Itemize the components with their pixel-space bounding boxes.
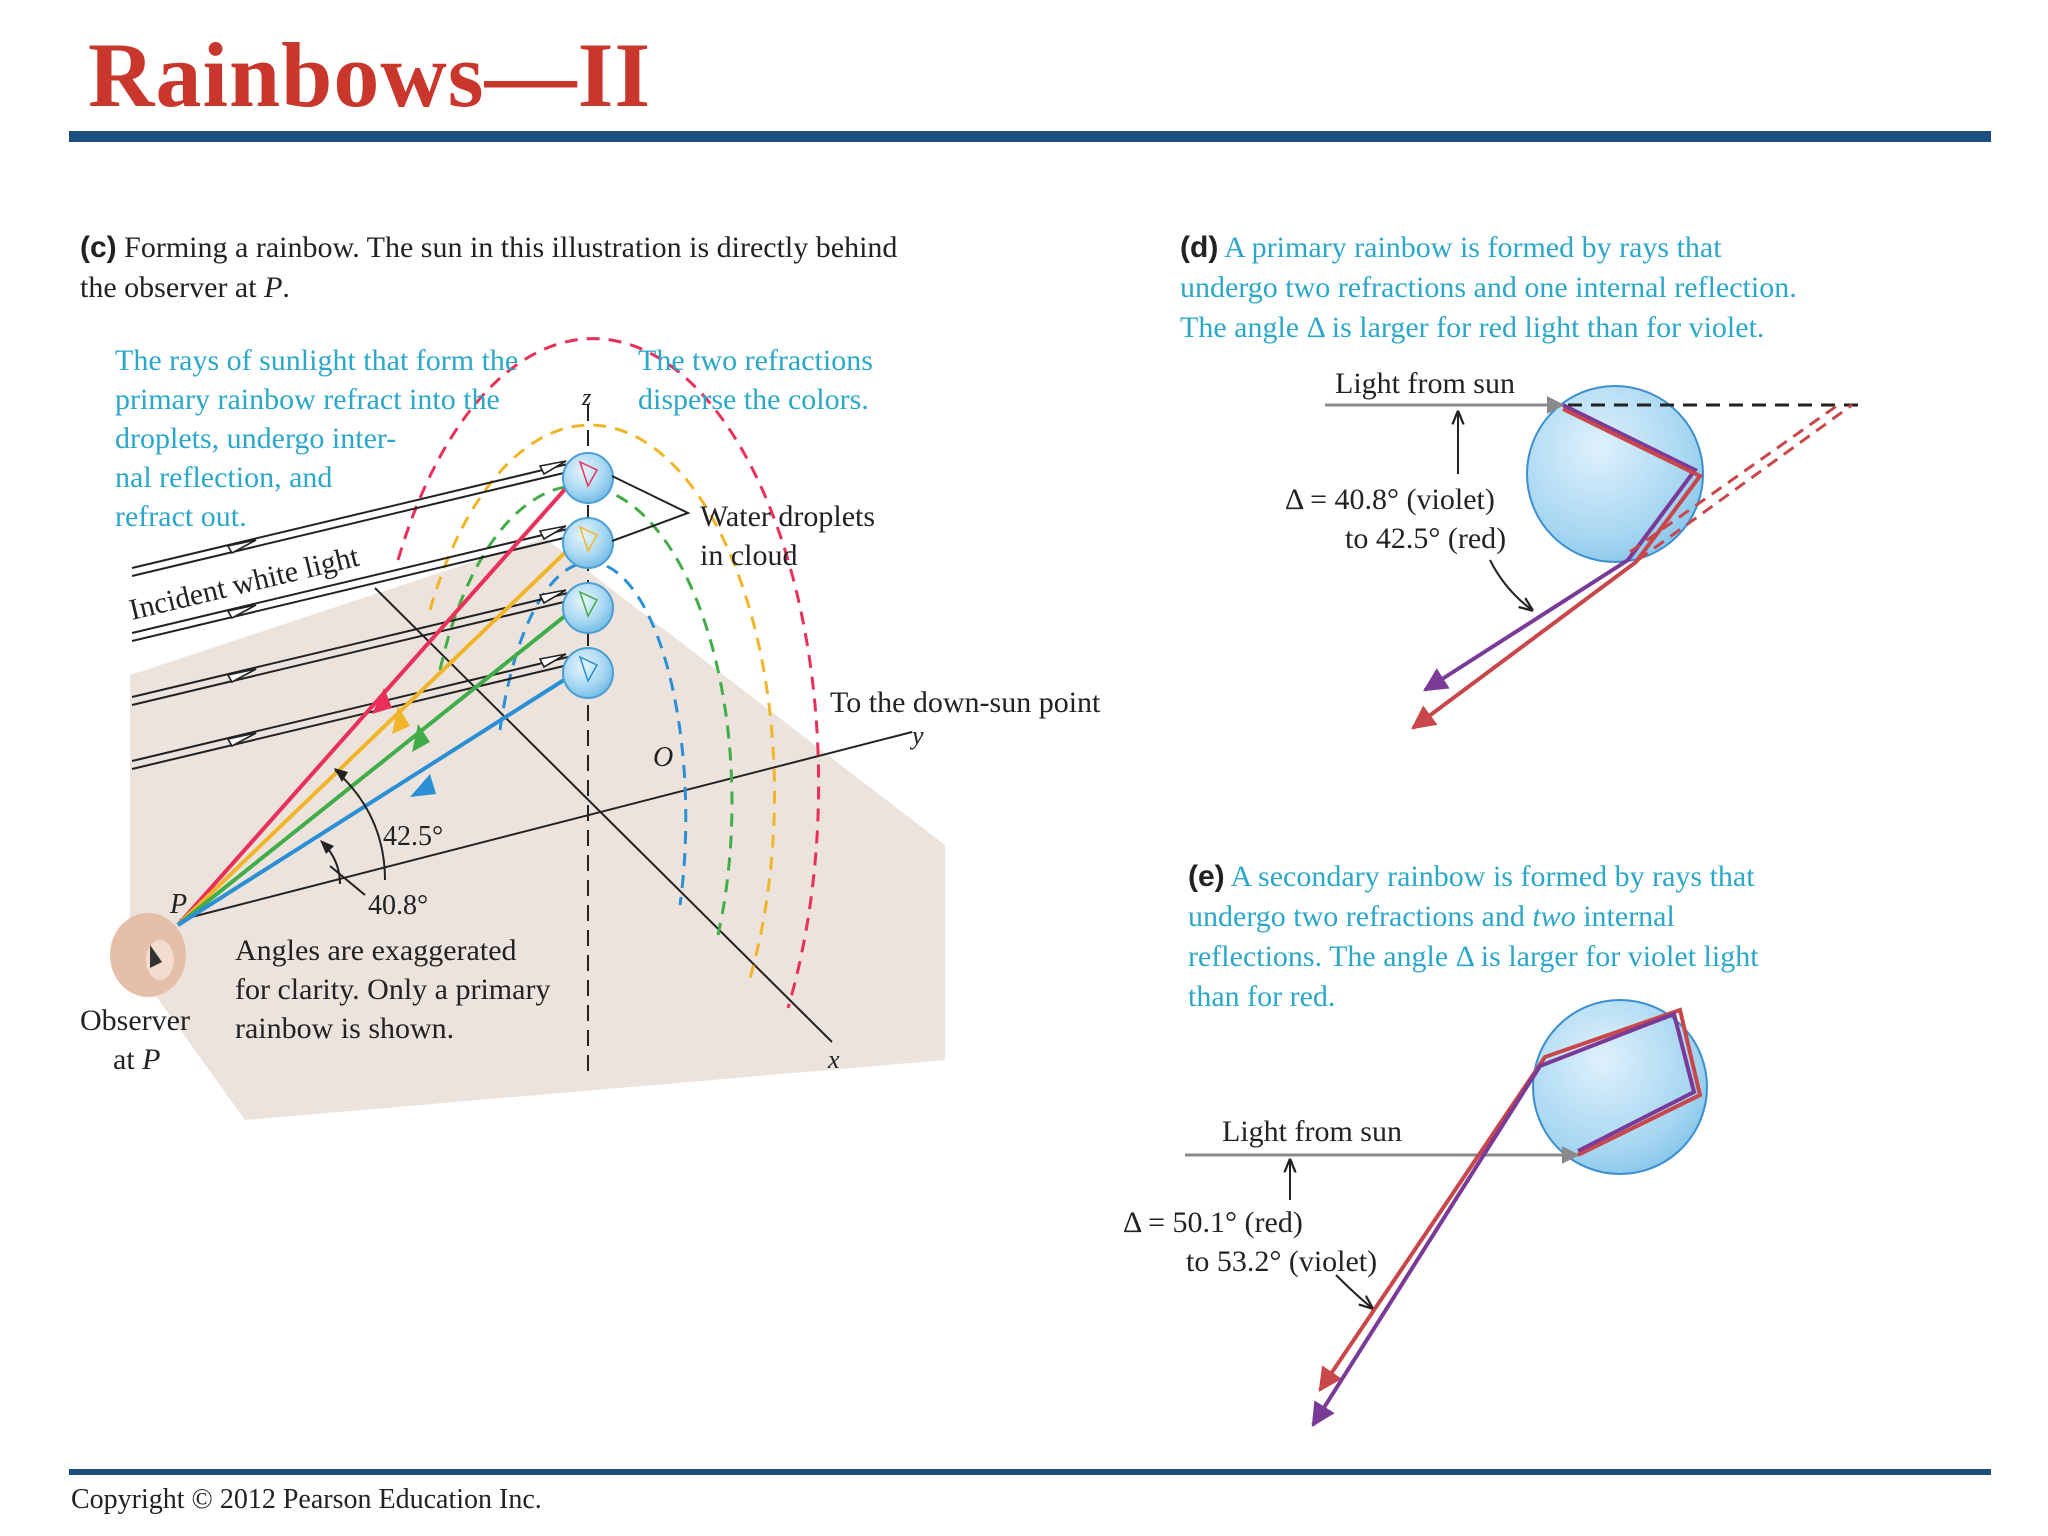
panel-c-label: (c) (80, 231, 117, 264)
panel-d-caption-line2: undergo two refractions and one internal… (1180, 271, 1797, 304)
delta-e-pointer-down (1335, 1274, 1372, 1308)
blue-ray (176, 671, 577, 927)
secondary-droplet (1532, 999, 1708, 1175)
delta-e-line1: Δ = 50.1° (red) (1123, 1206, 1303, 1239)
angle-40-leader (329, 865, 366, 896)
y-axis (179, 731, 913, 921)
incident-arrowheads (226, 460, 567, 748)
panel-e-caption-line4: than for red. (1188, 980, 1336, 1013)
angles-note-line1: Angles are exaggerated (235, 934, 517, 967)
droplet-3 (562, 582, 614, 634)
down-sun-label: To the down-sun point (830, 686, 1101, 719)
delta-d-line1: Δ = 40.8° (violet) (1285, 483, 1495, 516)
panel-d-label: (d) (1180, 231, 1219, 264)
panel-e-caption-two: two (1532, 900, 1576, 933)
angle-arc-42-arrow (334, 768, 348, 782)
note-rays-line2: primary rainbow refract into the (115, 383, 500, 416)
droplet-4 (562, 647, 614, 699)
rainbow-arc-red (396, 337, 821, 1009)
panel-c-caption-p: P (264, 271, 283, 304)
note-disperse-line2: disperse the colors. (638, 383, 869, 416)
slide-title: Rainbows—II (88, 24, 652, 126)
light-from-sun-d: Light from sun (1335, 367, 1515, 400)
point-p-label: P (169, 889, 187, 920)
axis-z-label: z (581, 385, 592, 411)
delta-d-line2: to 42.5° (red) (1345, 522, 1506, 555)
note-rays-line1: The rays of sunlight that form the (115, 344, 518, 377)
red-path-e (1318, 1007, 1703, 1392)
violet-path-e (1311, 1011, 1697, 1428)
panel-e-caption-line1: A secondary rainbow is formed by rays th… (1230, 860, 1755, 893)
primary-droplet (1526, 385, 1704, 563)
panel-c-caption: (c) Forming a rainbow. The sun in this i… (80, 228, 897, 308)
panel-c-caption-period: . (282, 271, 290, 304)
droplet-callout-lines (611, 475, 691, 542)
observer-label-line1: Observer (80, 1004, 190, 1037)
blue-ray-arrowhead (410, 774, 436, 797)
incident-light-rays (131, 463, 569, 770)
observer-p: P (141, 1043, 160, 1076)
note-rays-line4: nal reflection, and (115, 461, 332, 494)
copyright-text: Copyright © 2012 Pearson Education Inc. (71, 1484, 542, 1515)
angles-note-line2: for clarity. Only a primary (235, 973, 550, 1006)
panel-d-figure: Light from sun Δ = 40.8° (violet) to 42.… (1285, 367, 1865, 730)
water-droplets-line2: in cloud (700, 539, 798, 572)
rainbow-arc-green (438, 484, 734, 936)
green-ray-arrowhead (412, 724, 430, 752)
green-ray (176, 606, 577, 927)
droplet-1 (562, 452, 614, 504)
observer-label-line2: at P (113, 1043, 160, 1076)
axis-y-label: y (909, 721, 924, 750)
angle-42-label: 42.5° (383, 821, 443, 852)
droplet-2 (562, 517, 614, 569)
axis-x-label: x (827, 1045, 840, 1074)
red-extension-dashed-1 (1629, 403, 1839, 554)
panel-c-caption-line1: Forming a rainbow. The sun in this illus… (116, 231, 898, 264)
title-rule (69, 131, 1991, 142)
violet-path-d (1422, 403, 1699, 692)
panel-c-figure: The rays of sunlight that form the prima… (80, 337, 1101, 1120)
panel-e-figure: Light from sun Δ = 50.1° (red) to 53.2° … (1123, 999, 1708, 1428)
note-rays-line3: droplets, undergo inter- (115, 422, 396, 455)
red-path-d (1411, 407, 1704, 730)
angles-note-line3: rainbow is shown. (235, 1012, 454, 1045)
orange-ray-arrowhead (392, 706, 410, 734)
panel-e-caption-internal: internal (1575, 900, 1675, 933)
delta-e-line2: to 53.2° (violet) (1186, 1245, 1377, 1278)
panel-e-caption: (e) A secondary rainbow is formed by ray… (1188, 857, 1759, 1017)
angle-40-label: 40.8° (368, 890, 428, 921)
angle-arc-42 (334, 769, 386, 881)
point-o-label: O (653, 742, 673, 773)
light-from-sun-e: Light from sun (1222, 1115, 1402, 1148)
observer-eye (110, 913, 186, 997)
panel-d-caption-line3: The angle Δ is larger for red light than… (1180, 311, 1765, 344)
panel-d-caption: (d) A primary rainbow is formed by rays … (1180, 228, 1797, 348)
panel-e-caption-line2: undergo two refractions and (1188, 900, 1533, 933)
red-ray (176, 476, 577, 927)
red-extension-dashed-2 (1637, 403, 1853, 562)
delta-d-pointer-down (1489, 559, 1532, 610)
panel-e-caption-line3: reflections. The angle Δ is larger for v… (1188, 940, 1759, 973)
red-ray-arrowhead (372, 688, 392, 714)
droplets (562, 452, 614, 699)
panel-e-label: (e) (1188, 860, 1225, 893)
water-droplets-line1: Water droplets (700, 500, 875, 533)
footer-rule (69, 1469, 1991, 1475)
note-disperse-line1: The two refractions (638, 344, 873, 377)
panel-d-caption-line1: A primary rainbow is formed by rays that (1224, 231, 1722, 264)
panel-c-caption-line2: the observer at (80, 271, 265, 304)
observer-at: at (113, 1043, 142, 1076)
note-rays-line5: refract out. (115, 500, 247, 533)
angle-arc-40-arrow (320, 840, 334, 854)
orange-ray (176, 541, 577, 927)
